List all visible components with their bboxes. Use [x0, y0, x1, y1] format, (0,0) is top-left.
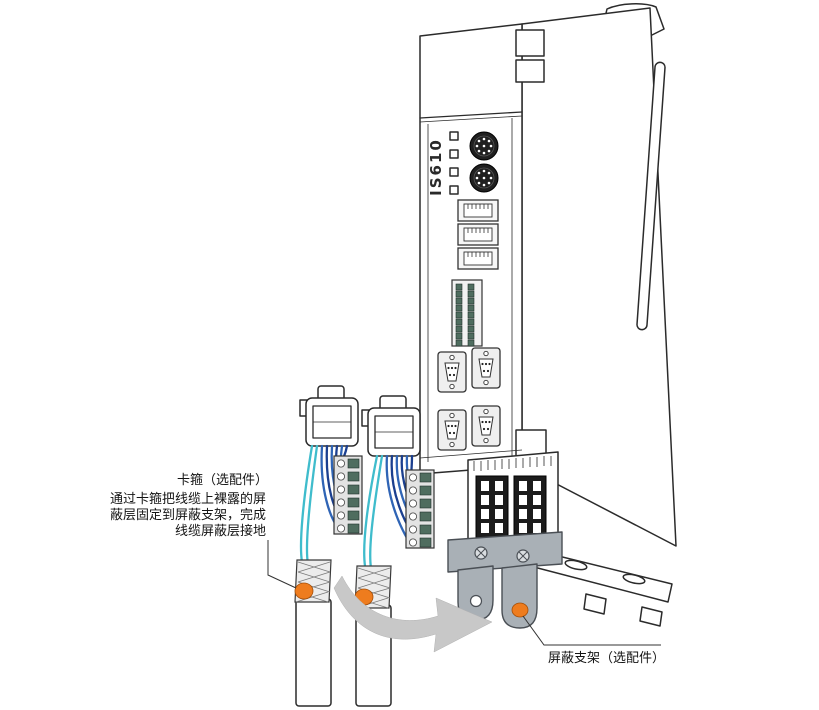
power-connector-1	[475, 475, 509, 539]
bracket-title: 屏蔽支架（选配件）	[548, 651, 665, 666]
flange-foot	[639, 606, 663, 627]
din-clip	[515, 59, 545, 83]
clamp-highlight-cable-1	[294, 582, 314, 600]
side-vent-slot	[636, 61, 666, 331]
cable-jacket-1	[295, 598, 332, 707]
vent-hatch	[473, 456, 552, 471]
clamp-leader-line	[267, 540, 297, 589]
cable-assembly-1	[294, 385, 363, 707]
connector-shell-1	[299, 385, 359, 447]
direction-arrow	[333, 575, 493, 653]
terminal-block-2	[405, 469, 435, 549]
dsub-connector-3	[437, 409, 467, 451]
flange-foot	[583, 593, 607, 615]
power-connector-2	[513, 475, 547, 539]
bracket-screw	[516, 549, 530, 563]
ethernet-port-1	[457, 199, 499, 222]
clamp-highlight-bracket	[511, 602, 529, 618]
flange-slot	[622, 573, 646, 585]
bracket-leader-line	[522, 615, 661, 646]
bracket-tab-right	[501, 563, 538, 629]
bracket-hole	[469, 594, 483, 608]
ethernet-port-3	[457, 247, 499, 270]
clamp-title: 卡箍（选配件）	[177, 472, 268, 488]
din-clip	[515, 29, 545, 57]
cable-assembly-2	[354, 395, 435, 707]
terminal-block-1	[333, 455, 363, 535]
shield-bracket	[447, 531, 563, 629]
indicator-led	[449, 149, 459, 159]
clamp-desc-line3: 线缆屏蔽层接地	[175, 523, 266, 539]
io-terminal-strip	[451, 279, 483, 347]
annotation-bracket: 屏蔽支架（选配件）	[522, 615, 665, 666]
dsub-connector-1	[437, 351, 467, 393]
clamp-desc-line2: 蔽层固定到屏蔽支架，完成	[110, 508, 266, 523]
indicator-led	[449, 131, 459, 141]
dsub-connector-4	[471, 405, 501, 447]
dsub-connector-2	[471, 347, 501, 389]
round-connector-top	[469, 131, 499, 161]
indicator-led	[449, 167, 459, 177]
bracket-bar	[447, 531, 563, 573]
round-connector-bottom	[469, 163, 499, 193]
connector-shell-2	[361, 395, 421, 457]
bracket-screw	[474, 546, 488, 560]
panel-divider	[419, 111, 523, 462]
annotation-clamp: 卡箍（选配件） 通过卡箍把线缆上裸露的屏 蔽层固定到屏蔽支架，完成 线缆屏蔽层接…	[110, 472, 297, 589]
clamp-desc-line1: 通过卡箍把线缆上裸露的屏	[110, 491, 266, 507]
model-label: IS610	[427, 138, 445, 196]
led-indicators	[449, 131, 459, 195]
flange-slot	[564, 559, 588, 571]
indicator-led	[449, 185, 459, 195]
ethernet-port-2	[457, 223, 499, 246]
